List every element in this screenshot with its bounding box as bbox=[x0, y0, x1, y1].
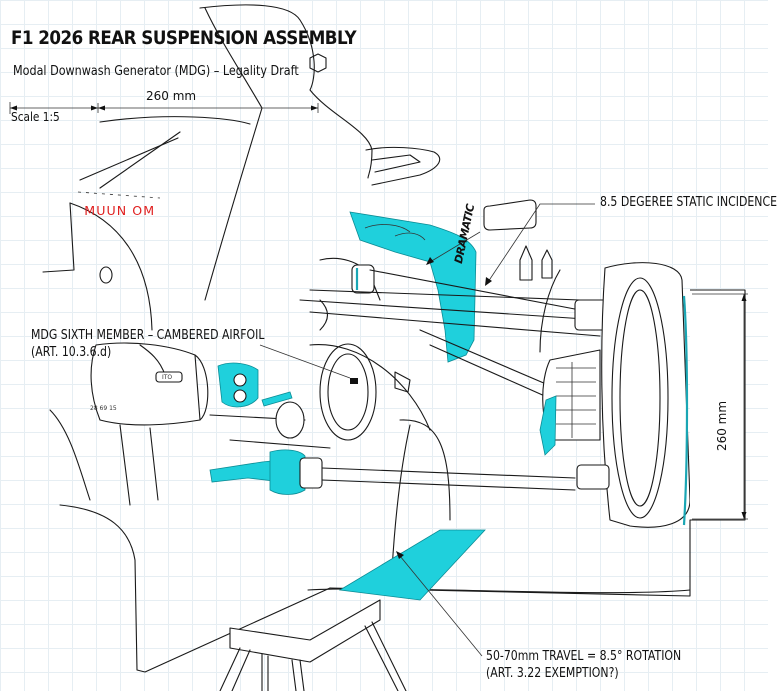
rear-wing-top bbox=[365, 146, 537, 231]
red-stamp-annotation: MUUN OM bbox=[84, 204, 156, 218]
callout-static-incidence: 8.5 DEGEREE STATIC INCIDENCE bbox=[600, 194, 777, 211]
mdg-pickups bbox=[209, 362, 576, 495]
upright-assembly bbox=[299, 257, 614, 441]
page-subtitle: Modal Downwash Generator (MDG) – Legalit… bbox=[13, 64, 299, 79]
scale-label: Scale 1:5 bbox=[11, 110, 60, 124]
wheel-assembly bbox=[519, 245, 746, 528]
dimension-horizontal bbox=[9, 102, 319, 114]
gearbox-housing bbox=[49, 342, 209, 506]
callout-travel-rotation: 50-70mm TRAVEL = 8.5° ROTATION (ART. 3.2… bbox=[486, 648, 681, 682]
callout-line: (ART. 10.3.6.d) bbox=[31, 345, 112, 360]
callout-line: 50-70mm TRAVEL = 8.5° ROTATION bbox=[486, 649, 682, 664]
callout-mdg-sixth-member: MDG SIXTH MEMBER – CAMBERED AIRFOIL (ART… bbox=[31, 327, 264, 361]
dimension-vertical bbox=[692, 293, 748, 520]
callout-line: 8.5 DEGEREE STATIC INCIDENCE bbox=[600, 195, 777, 210]
vertical-dimension-label: 260 mm bbox=[715, 400, 729, 452]
page-title: F1 2026 REAR SUSPENSION ASSEMBLY bbox=[11, 27, 357, 49]
bodywork bbox=[42, 4, 373, 331]
callout-line: MDG SIXTH MEMBER – CAMBERED AIRFOIL bbox=[31, 328, 265, 343]
leader-lines bbox=[259, 203, 595, 657]
floor-and-stand bbox=[59, 419, 691, 691]
horizontal-dimension-label: 260 mm bbox=[146, 89, 197, 103]
housing-code: 28 69 15 bbox=[90, 405, 117, 412]
housing-mark: ITO bbox=[162, 374, 173, 381]
callout-line: (ART. 3.22 EXEMPTION?) bbox=[486, 666, 619, 681]
mdg-wing-element bbox=[349, 211, 477, 363]
